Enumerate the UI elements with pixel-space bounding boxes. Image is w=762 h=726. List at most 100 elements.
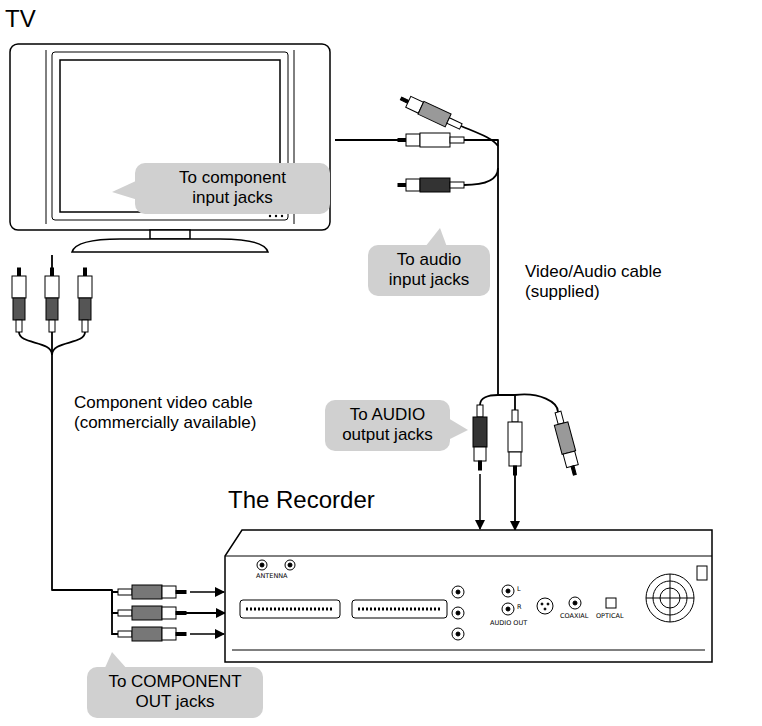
cable-label: Video/Audio cable (supplied): [525, 262, 695, 303]
cable-wire: [515, 394, 558, 412]
cable-connector: [52, 255, 225, 613]
antenna-jack: [257, 560, 267, 570]
plug-pin: [398, 184, 406, 187]
callout-text: To audio input jacks: [379, 250, 479, 291]
fan-grill: [670, 574, 671, 622]
plug-grip: [79, 298, 91, 320]
callout-text: To AUDIO output jacks: [335, 405, 440, 446]
device-box: TV: [5, 5, 335, 255]
callout-bubble: To audio input jacks: [368, 245, 490, 296]
component-plugs-recorder: [112, 585, 224, 641]
s-video-jack: [537, 598, 553, 614]
panel-label: OPTICAL: [596, 613, 624, 620]
plug-pin: [400, 97, 409, 103]
scart-connector: [352, 600, 447, 618]
cable-label: Component video cable (commercially avai…: [74, 393, 314, 434]
plug-shell: [406, 179, 420, 191]
plug-pin: [51, 268, 54, 276]
plug-grip: [132, 585, 162, 599]
audio-jack: [502, 585, 514, 597]
plug-shell: [474, 447, 486, 461]
recorder-illustration: [225, 530, 712, 662]
plug-tail: [118, 631, 132, 637]
plug-pin: [514, 466, 517, 475]
plug-grip: [508, 422, 522, 452]
component-jack: [456, 611, 460, 615]
antenna-jack: [288, 563, 292, 567]
coaxial-jack: [569, 597, 581, 609]
panel-label: AUDIO OUT: [490, 620, 527, 627]
cable-wire: [52, 332, 85, 355]
tv-frame: [10, 44, 330, 230]
plug-shell: [509, 452, 521, 466]
cable-wire: [480, 395, 498, 405]
recorder-foot: [232, 650, 705, 651]
scart-pins: [246, 608, 334, 611]
device-box: The Recorder: [225, 530, 712, 662]
insert-arrow: [190, 633, 224, 635]
plug-tail: [555, 411, 564, 424]
audio-plugs-recorder: [473, 394, 582, 529]
scart-connector: [240, 600, 340, 618]
component-plugs-tv: [12, 268, 92, 355]
tv-button: [275, 215, 277, 217]
tv-speaker-edge: [46, 50, 47, 224]
callout-bubble: To COMPONENT OUT jacks: [87, 667, 263, 718]
component-jack: [452, 586, 464, 598]
plug-tail: [118, 610, 132, 616]
plug-pin: [571, 466, 576, 475]
plug-grip: [13, 298, 25, 320]
audio-plugs-tv: [398, 92, 498, 192]
plug-grip: [554, 422, 575, 455]
audio-plug: [398, 92, 464, 133]
cooling-fan: [660, 588, 680, 608]
callout-bubble: To component input jacks: [135, 163, 330, 214]
plug-pin: [18, 268, 21, 276]
plug-shell: [162, 607, 176, 619]
callout-bubble: To AUDIO output jacks: [325, 400, 450, 451]
plug-grip: [473, 417, 487, 447]
plug-grip: [46, 298, 58, 320]
component-jack: [452, 607, 464, 619]
s-video-pin: [541, 603, 543, 605]
fan-grill: [646, 598, 694, 599]
cable-wire: [19, 332, 52, 355]
plug-grip: [420, 133, 450, 147]
plug-shell: [12, 276, 26, 298]
plug-shell: [78, 276, 92, 298]
panel-label: COAXIAL: [560, 613, 588, 620]
plug-pin: [84, 268, 87, 276]
recorder-body: [225, 530, 712, 662]
optical-jack: [606, 598, 616, 608]
plug-grip: [418, 101, 451, 126]
audio-jack: [506, 589, 510, 593]
plug-pin: [176, 591, 186, 594]
plug-tail: [16, 320, 22, 332]
component-jack: [456, 632, 460, 636]
plug-tail: [447, 118, 462, 129]
insert-arrow: [190, 591, 224, 593]
plug-shell: [45, 276, 59, 298]
scart-pins: [358, 608, 441, 611]
s-video-pin: [547, 603, 549, 605]
power-inlet: [697, 566, 707, 580]
component-jack: [456, 590, 460, 594]
device-heading: TV: [5, 5, 36, 34]
tv-stand-base: [72, 239, 268, 252]
plug-tail: [450, 182, 464, 188]
callout-text: To component input jacks: [163, 168, 302, 209]
cooling-fan: [653, 581, 687, 615]
plug-pin: [398, 139, 406, 142]
plug-tail: [82, 320, 88, 332]
plug-pin: [176, 612, 186, 615]
device-heading: The Recorder: [228, 486, 375, 515]
plug-shell: [563, 451, 578, 468]
cooling-fan: [646, 574, 694, 622]
coaxial-jack: [573, 601, 577, 605]
tv-stand-neck: [150, 230, 190, 239]
component-jack: [452, 628, 464, 640]
plug-tail: [512, 410, 518, 422]
